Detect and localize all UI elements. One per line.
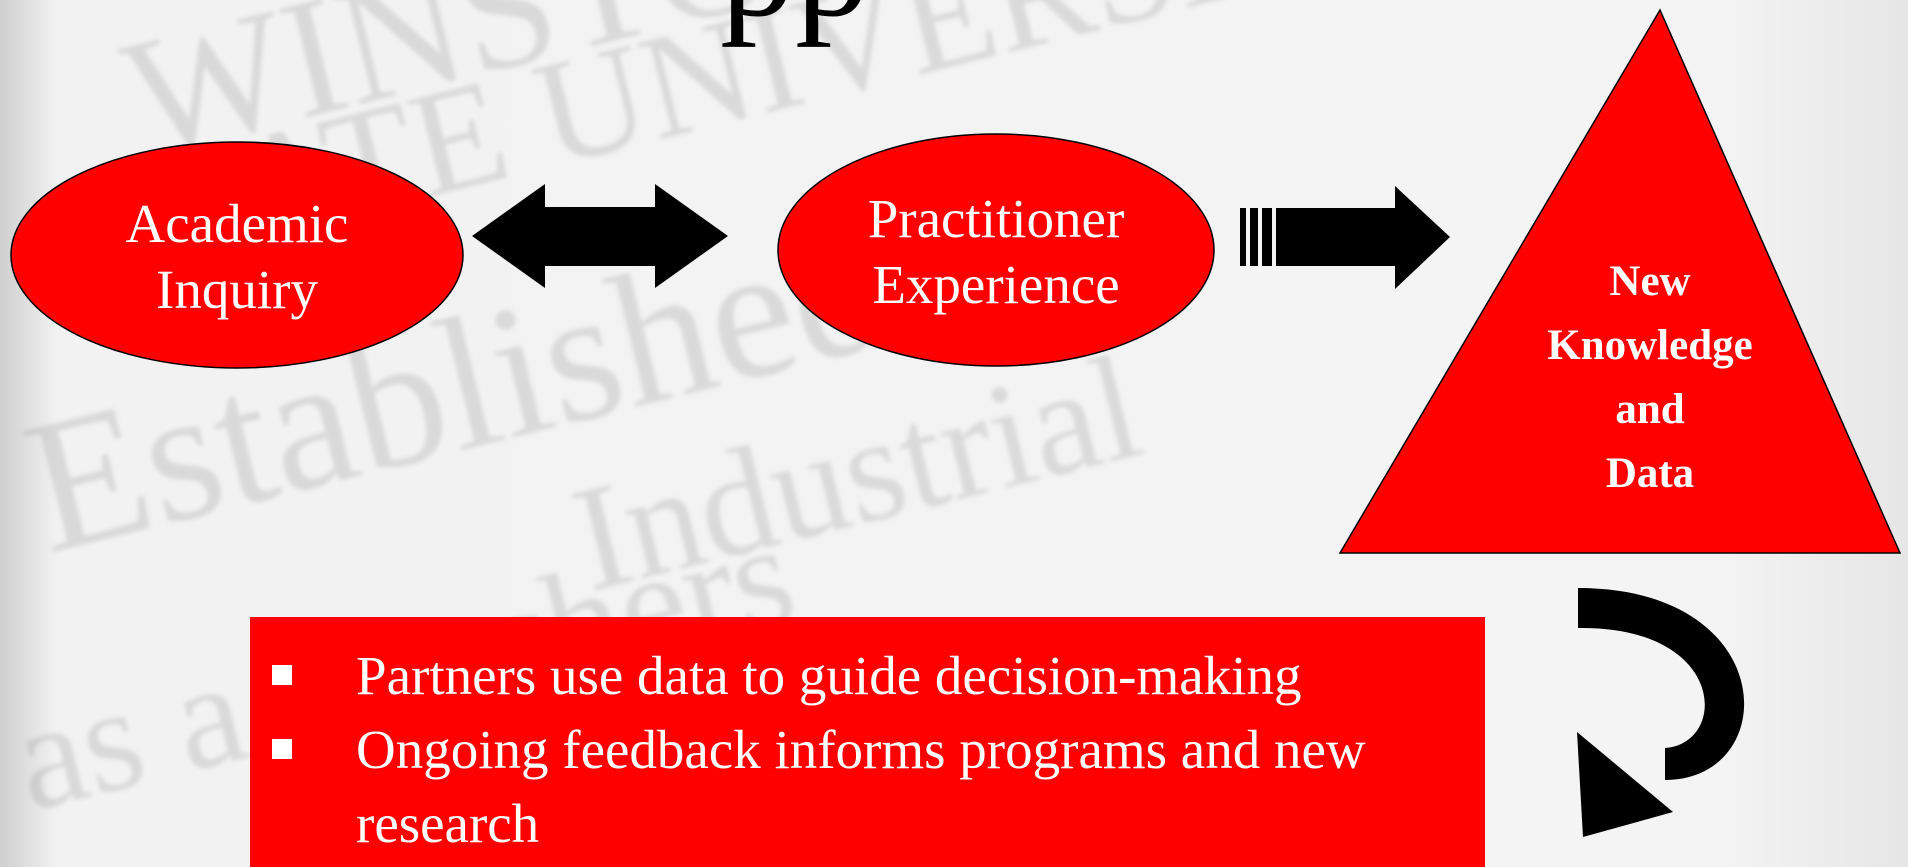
practitioner-experience-oval — [777, 133, 1215, 367]
striped-arrow-stripe — [1250, 208, 1258, 266]
square-bullet-icon — [272, 739, 292, 759]
striped-arrow-body — [1276, 186, 1450, 289]
curved-arrow-head — [1577, 732, 1673, 837]
practitioner-experience-label: Practitioner Experience — [778, 186, 1214, 318]
new-knowledge-triangle — [1338, 8, 1902, 554]
triangle-label-line: Knowledge — [1547, 322, 1753, 369]
double-arrow — [472, 184, 728, 288]
new-knowledge-label: New Knowledge and Data — [1460, 250, 1840, 506]
bullet-text: Ongoing feedback informs programs and ne… — [356, 719, 1366, 854]
striped-arrow — [1240, 186, 1450, 289]
oval-label-line: Academic — [125, 193, 349, 254]
striped-arrow-stripe — [1240, 208, 1246, 266]
bullet-item: Partners use data to guide decision-maki… — [272, 639, 1472, 713]
academic-inquiry-oval — [10, 141, 464, 369]
oval-label-line: Inquiry — [156, 259, 318, 320]
triangle-label-line: New — [1609, 258, 1691, 305]
slide-title-fragment: pp — [720, 0, 980, 40]
triangle-label-line: and — [1615, 386, 1685, 433]
oval-label-line: Practitioner — [867, 188, 1125, 249]
triangle-label-line: Data — [1605, 450, 1695, 497]
striped-arrow-stripe — [1262, 208, 1272, 266]
oval-label-line: Experience — [872, 254, 1120, 315]
curved-arrow-body — [1578, 588, 1745, 780]
bullet-box: Partners use data to guide decision-maki… — [250, 617, 1485, 867]
curved-arrow — [1577, 588, 1745, 837]
bullet-text: Partners use data to guide decision-maki… — [356, 645, 1302, 706]
bullet-item: Ongoing feedback informs programs and ne… — [272, 713, 1472, 861]
square-bullet-icon — [272, 665, 292, 685]
academic-inquiry-label: Academic Inquiry — [10, 191, 464, 323]
